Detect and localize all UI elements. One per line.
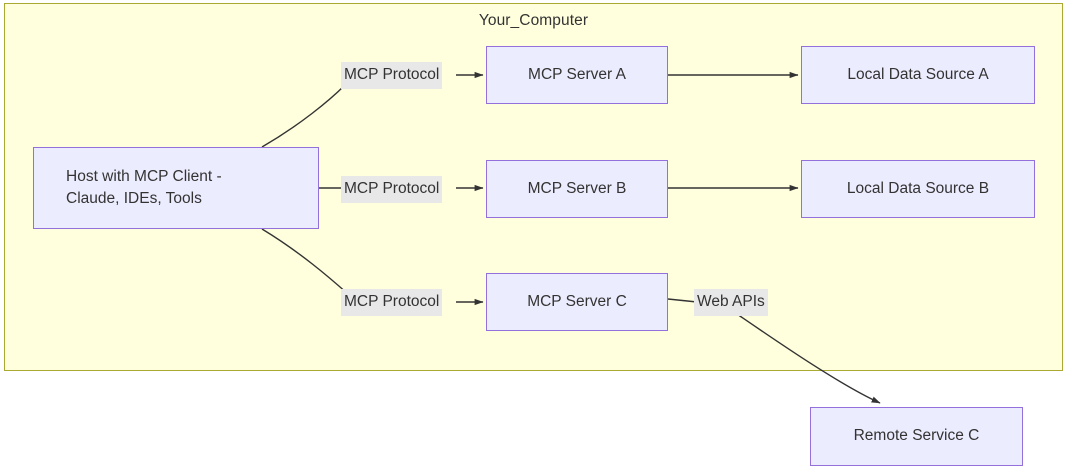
node-mcp-server-c[interactable]: MCP Server C [486, 273, 668, 331]
node-mcp-server-a[interactable]: MCP Server A [486, 46, 668, 104]
subgraph-title: Your_Computer [478, 12, 589, 29]
node-remote-service-c[interactable]: Remote Service C [810, 407, 1023, 466]
edge-label-mcp-protocol-b: MCP Protocol [341, 176, 443, 203]
node-mcp-server-b[interactable]: MCP Server B [486, 160, 668, 218]
edge-label-web-apis: Web APIs [694, 289, 768, 316]
node-local-data-source-a[interactable]: Local Data Source A [801, 46, 1035, 104]
node-host-with-mcp-client[interactable]: Host with MCP Client - Claude, IDEs, Too… [33, 147, 319, 229]
edge-label-mcp-protocol-c: MCP Protocol [341, 289, 443, 316]
node-local-data-source-b[interactable]: Local Data Source B [801, 160, 1035, 218]
edge-label-mcp-protocol-a: MCP Protocol [341, 62, 443, 89]
